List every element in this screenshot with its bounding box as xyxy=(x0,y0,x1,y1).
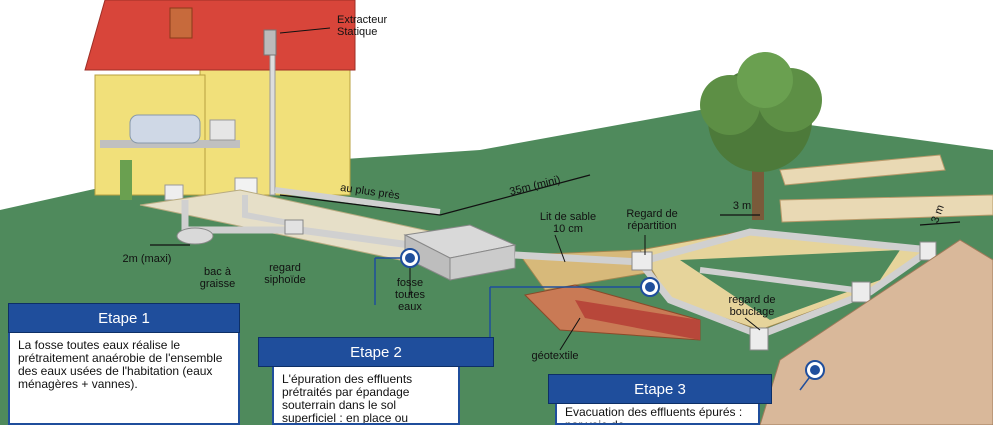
septic-tank xyxy=(403,224,517,281)
etape-1-title: Etape 1 xyxy=(8,303,240,333)
etape-2-title: Etape 2 xyxy=(258,337,494,367)
garden-wall-right xyxy=(779,154,946,186)
grease-trap xyxy=(176,227,214,245)
drainage-field xyxy=(514,228,937,351)
label-lit-de-sable: Lit de sable 10 cm xyxy=(539,211,597,235)
label-geotextile: géotextile xyxy=(531,350,579,362)
tree-icon xyxy=(700,52,822,220)
pipe-house-to-fosse xyxy=(181,200,411,249)
roof xyxy=(84,0,356,71)
label-regard-siphoide: regard siphoïde xyxy=(264,262,306,286)
label-regard-bouclage: regard de bouclage xyxy=(728,294,776,318)
marker-etape-1 xyxy=(400,248,420,268)
etape-2-description: L'épuration des effluents prétraités par… xyxy=(272,367,460,425)
etape-3-description: Evacuation des effluents épurés : par vo… xyxy=(555,404,760,425)
etape-1-description: La fosse toutes eaux réalise le prétrait… xyxy=(8,333,240,425)
label-bac-graisse: bac à graisse xyxy=(199,266,236,290)
marker-etape-3 xyxy=(805,360,825,380)
label-fosse: fosse toutes eaux xyxy=(395,277,425,313)
label-regard-repartition: Regard de répartition xyxy=(626,208,678,232)
house xyxy=(84,0,356,201)
etape-3-title: Etape 3 xyxy=(548,374,772,404)
label-distance-2m: 2m (maxi) xyxy=(122,253,172,265)
label-extracteur: Extracteur Statique xyxy=(337,14,388,38)
label-distance-3m-a: 3 m xyxy=(732,200,752,212)
marker-etape-2 xyxy=(640,277,660,297)
